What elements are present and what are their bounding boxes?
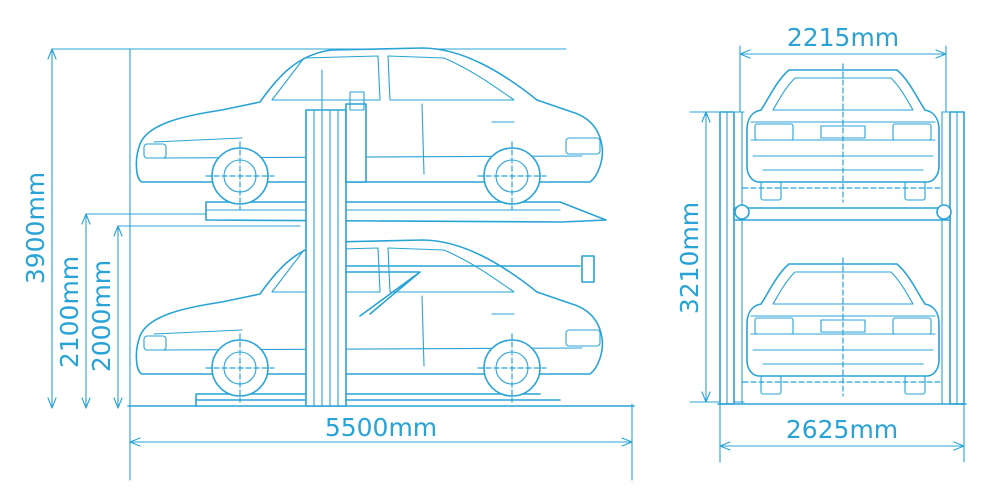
lift-column xyxy=(305,69,367,407)
dim-column-height: 3210mm xyxy=(675,111,711,403)
total-height-label: 3900mm xyxy=(21,172,50,284)
dim-length: 5500mm xyxy=(129,413,633,447)
lower-car-front xyxy=(742,257,944,397)
dim-inner-width: 2215mm xyxy=(739,23,947,59)
side-view: 5500mm 3900mm 2100mm 2000mm xyxy=(21,47,635,481)
front-view: 2215mm 2625mm 3210mm xyxy=(675,23,967,463)
upper-platform-label: 2100mm xyxy=(55,256,84,368)
upper-car-side xyxy=(135,47,604,211)
left-posts xyxy=(719,111,743,405)
lower-platform xyxy=(195,393,561,407)
lower-clearance-label: 2000mm xyxy=(87,260,116,372)
right-posts xyxy=(941,111,965,405)
dim-upper-platform: 2100mm xyxy=(55,213,91,409)
upper-platform xyxy=(205,201,607,223)
upper-car-front xyxy=(742,63,944,203)
outer-width-label: 2625mm xyxy=(786,415,898,444)
dim-lower-clearance: 2000mm xyxy=(87,225,123,409)
lower-arm xyxy=(345,255,595,317)
inner-width-label: 2215mm xyxy=(787,23,899,52)
dim-outer-width: 2625mm xyxy=(719,415,965,451)
length-label: 5500mm xyxy=(325,413,437,442)
column-height-label: 3210mm xyxy=(675,202,704,314)
dim-total-height: 3900mm xyxy=(21,48,57,409)
lower-car-side xyxy=(135,239,604,403)
